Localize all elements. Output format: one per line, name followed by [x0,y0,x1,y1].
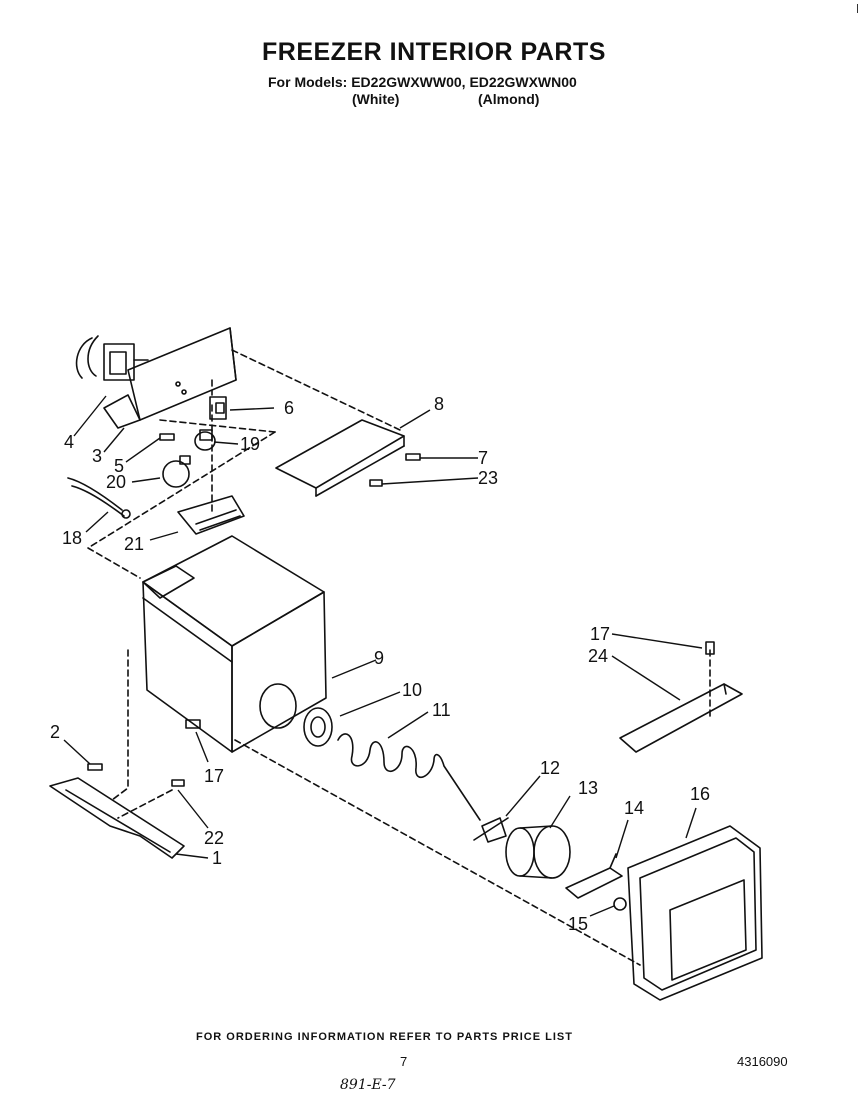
handwritten-note: 891-E-7 [340,1077,396,1093]
callout-19: 19 [240,434,260,454]
deflector-strip-part-24 [619,683,743,753]
callout-21: 21 [124,534,144,554]
callout-leaders [63,395,703,917]
light-socket-part-19 [194,429,216,451]
fan-motor-part-4 [75,335,149,381]
callout-11: 11 [432,700,451,720]
callout-8: 8 [434,394,444,414]
model-numbers: For Models: ED22GWXWW00, ED22GWXWN00 [268,74,577,90]
edge-mark [857,4,858,13]
screw-part-17-right [705,641,715,655]
callout-18: 18 [62,528,82,548]
callout-1: 1 [212,848,222,868]
auger-coupler-part-12 [473,817,509,843]
callout-13: 13 [578,778,598,798]
ice-bin-housing-part-9 [142,535,327,753]
callout-4: 4 [64,432,74,452]
document-number: 4316090 [737,1054,788,1069]
callout-22: 22 [204,828,224,848]
screw-part-7 [405,453,421,461]
auger-spring-part-11 [337,733,481,821]
light-shield-part-21 [177,495,245,535]
callout-17-right: 17 [590,624,610,644]
callout-20: 20 [106,472,126,492]
callout-5: 5 [114,456,124,476]
callout-6: 6 [284,398,294,418]
page-title: FREEZER INTERIOR PARTS [262,38,606,66]
front-cover-part-16 [627,825,763,1001]
screw-part-5 [159,433,175,441]
screw-part-17-left [185,719,201,729]
wire-harness-part-18 [67,477,131,519]
callout-17-left: 17 [204,766,224,786]
callout-3: 3 [92,446,102,466]
callout-12: 12 [540,758,560,778]
cover-plate-part-8 [275,419,405,497]
variant-almond: (Almond) [478,91,540,107]
callout-24: 24 [588,646,608,666]
switch-part-6 [209,396,227,420]
callout-2: 2 [50,722,60,742]
callout-9: 9 [374,648,384,668]
screw-part-23 [369,479,383,487]
motor-bracket-part-3 [103,327,237,429]
callout-23: 23 [478,468,498,488]
variant-white: (White) [352,91,400,107]
callout-7: 7 [478,448,488,468]
callout-labels: 4 3 5 6 8 7 23 19 20 18 21 9 10 11 12 13… [50,394,710,934]
screw-part-22 [171,779,185,787]
screw-part-2 [87,763,103,771]
bearing-part-10 [303,707,333,747]
crusher-part-13 [505,825,571,879]
ordering-note: FOR ORDERING INFORMATION REFER TO PARTS … [196,1031,573,1043]
page-number: 7 [400,1054,408,1069]
bracket-part-14 [565,853,623,899]
assembly-guide-lines [87,349,711,966]
callout-16: 16 [690,784,710,804]
callout-10: 10 [402,680,422,700]
nut-part-15 [613,897,627,911]
callout-14: 14 [624,798,644,818]
light-bulb-part-20 [162,455,191,488]
callout-15: 15 [568,914,588,934]
slide-rail-part-1 [49,777,185,859]
